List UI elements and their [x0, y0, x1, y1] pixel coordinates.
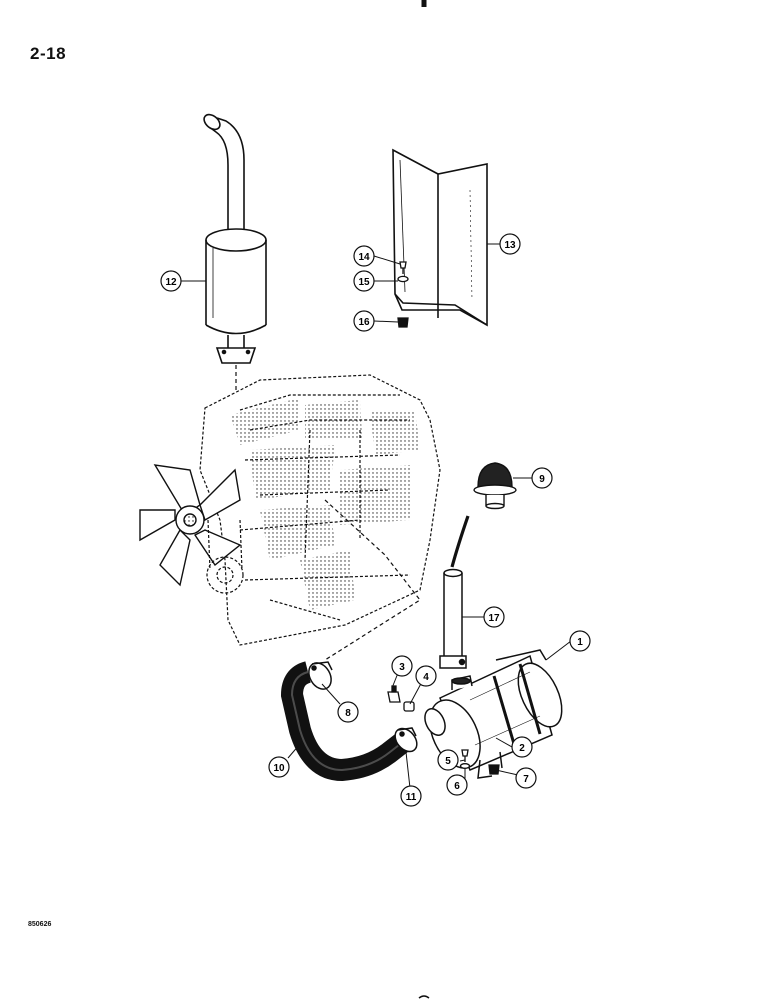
heat-shield	[392, 148, 488, 327]
svg-text:7: 7	[523, 774, 529, 785]
precleaner-leader	[450, 515, 470, 568]
callout-4: 4	[415, 665, 437, 687]
callout-3: 3	[391, 655, 413, 677]
callout-6: 6	[446, 774, 468, 796]
callout-10: 10	[268, 756, 290, 778]
page-number: 2-18	[30, 44, 67, 63]
fitting-3	[387, 685, 401, 703]
svg-text:13: 13	[504, 240, 516, 251]
callout-5: 5	[437, 749, 459, 771]
callout-14: 14	[353, 245, 375, 267]
air-cleaner-hardware	[459, 749, 500, 775]
svg-text:2: 2	[519, 743, 525, 754]
svg-text:3: 3	[399, 662, 405, 673]
svg-text:15: 15	[358, 277, 370, 288]
svg-text:10: 10	[273, 763, 285, 774]
heat-shield-hardware	[397, 261, 409, 328]
callout-13: 13	[499, 233, 521, 255]
callout-17: 17	[483, 606, 505, 628]
callout-1: 1	[569, 630, 591, 652]
bottom-mark	[418, 995, 430, 999]
intake-tube	[439, 568, 467, 669]
svg-text:11: 11	[406, 792, 417, 803]
svg-text:17: 17	[488, 613, 500, 624]
svg-text:6: 6	[454, 781, 460, 792]
callout-9: 9	[531, 467, 553, 489]
callout-16: 16	[353, 310, 375, 332]
svg-text:1: 1	[577, 637, 583, 648]
svg-text:14: 14	[358, 252, 370, 263]
hose-clamp-8	[308, 661, 333, 690]
svg-text:4: 4	[423, 672, 429, 683]
callout-8: 8	[337, 701, 359, 723]
callout-15: 15	[353, 270, 375, 292]
figure-code: 850626	[28, 921, 52, 928]
svg-text:16: 16	[358, 317, 370, 328]
svg-text:5: 5	[445, 756, 451, 767]
callout-2: 2	[511, 736, 533, 758]
svg-text:12: 12	[165, 277, 177, 288]
svg-text:9: 9	[539, 474, 545, 485]
intake-hose	[280, 661, 415, 782]
callout-7: 7	[515, 767, 537, 789]
engine-detail	[230, 398, 420, 610]
callout-12: 12	[160, 270, 182, 292]
hose-clamp-11	[394, 727, 418, 753]
plug-4	[403, 701, 415, 712]
svg-text:8: 8	[345, 708, 351, 719]
callout-11: 11	[400, 785, 422, 807]
muffler	[203, 113, 267, 364]
engine-fan	[139, 464, 242, 587]
engine-pulley	[206, 519, 244, 594]
precleaner-cap	[473, 462, 517, 510]
